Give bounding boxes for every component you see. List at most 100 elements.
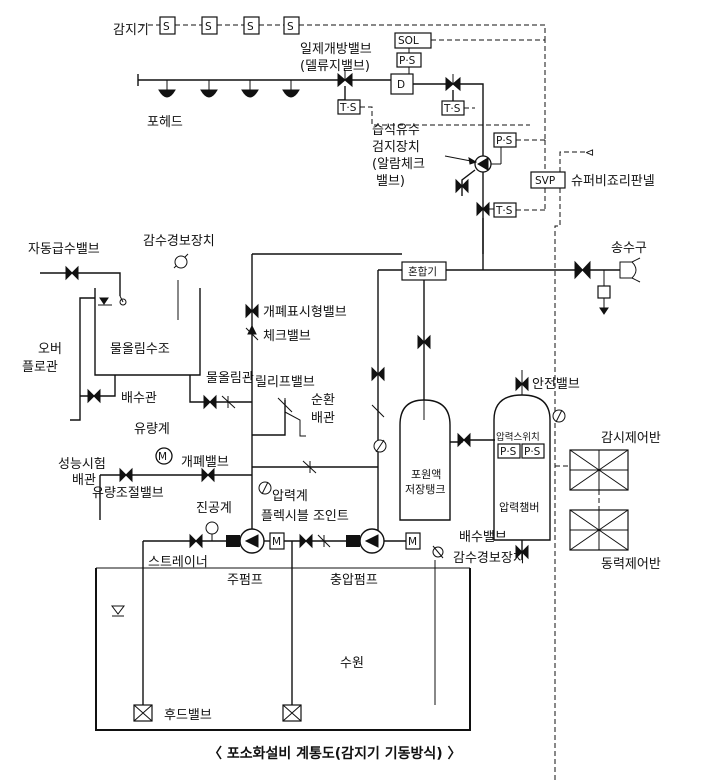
alarm-valve-assembly: P·S 습식유수 검지장치 (알람체크 밸브): [372, 123, 545, 196]
circulation-label-2: 배관: [311, 411, 335, 426]
detector-icon: S: [243, 16, 260, 35]
svp-label: SVP: [535, 175, 555, 187]
svg-text:S: S: [287, 21, 294, 33]
check-valve-label: 체크밸브: [263, 329, 311, 344]
power-control-panel: 동력제어반: [569, 509, 661, 572]
alarm-valve-label-3: (알람체크: [372, 157, 425, 172]
relief-valve-label: 릴리프밸브: [255, 375, 315, 390]
ps-box-1: [497, 443, 521, 459]
detector-icon: S: [201, 16, 218, 35]
gate-valve-icon: [476, 201, 490, 217]
svp-box: [530, 171, 566, 189]
strainer-label: 스트레이너: [148, 555, 208, 570]
oc-indicator-valve-label: 개폐표시형밸브: [263, 305, 347, 320]
gate-valve-icon: [245, 303, 259, 319]
water-source-label: 수원: [340, 656, 364, 671]
svg-text:S: S: [247, 21, 254, 33]
foam-tank: 포원액 저장탱크: [399, 334, 451, 521]
jockey-pump-label: 충압펌프: [330, 573, 378, 588]
water-source-tank: 수원: [95, 567, 471, 731]
detector-group: 감지기 S S S S: [113, 16, 396, 38]
svg-text:S: S: [163, 21, 170, 33]
alarm-valve-label-2: 검지장치: [372, 140, 420, 155]
priming-tank: 물올림수조 자동급수밸브 감수경보장치 오버 플로관 배수관 물올림관: [22, 234, 254, 421]
ps-label-alarm: P·S: [496, 135, 513, 147]
diagram-caption: 〈 포소화설비 계통도(감지기 기동방식) 〉: [208, 745, 462, 762]
foam-head-icon: [241, 80, 259, 98]
flow-meter-label: 유량계: [134, 422, 170, 437]
foam-head-branch: 포헤드: [137, 74, 340, 130]
foam-tank-label-1: 포원액: [411, 468, 441, 481]
drain-pipe-label: 배수관: [121, 391, 157, 406]
deluge-valve-label-1: 일제개방밸브: [300, 42, 372, 57]
low-water-alarm-bottom-label: 감수경보장치: [453, 551, 525, 566]
foot-valve-icon: [282, 704, 302, 722]
d-label: D: [397, 79, 405, 91]
priming-tank-label: 물올림수조: [110, 342, 170, 357]
jockey-pump-group: M 충압펌프: [330, 528, 421, 588]
ts-label-2: T·S: [443, 103, 461, 115]
priming-pipe-label: 물올림관: [206, 371, 254, 386]
svg-text:S: S: [205, 21, 212, 33]
fire-dept-connection: 송수구: [574, 241, 647, 315]
ps-label-top: P·S: [399, 55, 416, 67]
strainer-icon: [226, 535, 240, 547]
strainer-icon: [346, 535, 360, 547]
motor-label-1: M: [272, 536, 281, 548]
flow-control-valve-label: 유량조절밸브: [92, 486, 164, 501]
deluge-valve-assembly: SOL P·S D 일제개방밸브 (델류지밸브): [300, 32, 432, 95]
foot-valve-label: 후드밸브: [164, 708, 212, 723]
main-pump-label: 주펌프: [227, 573, 263, 588]
detector-label: 감지기: [113, 23, 149, 38]
ts-label-3: T·S: [495, 205, 513, 217]
gate-valve-icon: [445, 74, 461, 92]
drain-valve-label: 배수밸브: [459, 530, 507, 545]
power-panel-label: 동력제어반: [601, 557, 661, 572]
detector-icon: S: [283, 16, 300, 35]
foam-head-label: 포헤드: [147, 115, 183, 130]
mixer-label: 혼합기: [408, 265, 437, 278]
alarm-valve-label-1: 습식유수: [372, 123, 420, 138]
pressure-switch-label: 압력스위치: [496, 431, 540, 443]
supervisory-panel: SVP 슈퍼비죠리판넬 ⊲: [530, 140, 655, 780]
motor-label-2: M: [408, 536, 417, 548]
detector-icon: S: [159, 16, 176, 35]
supervisory-panel-label: 슈퍼비죠리판넬: [571, 174, 655, 189]
foam-head-icon: [282, 80, 300, 98]
overflow-label-2: 플로관: [22, 360, 58, 375]
water-level-icon: [111, 605, 125, 615]
auto-fill-valve-label: 자동급수밸브: [28, 242, 100, 257]
vacuum-gauge-label: 진공계: [196, 501, 232, 516]
main-pump-group: M 주펌프: [226, 528, 285, 588]
sol-label: SOL: [398, 35, 419, 47]
pressure-chamber-label: 압력챔버: [499, 501, 539, 514]
alarm-valve-label-4: 밸브): [376, 174, 405, 189]
foot-valve-icon: [133, 704, 153, 722]
foam-head-icon: [200, 80, 218, 98]
ps-label-chamber-1: P·S: [500, 446, 517, 458]
check-valve-icon: [245, 324, 259, 341]
performance-test-label-2: 배관: [72, 473, 96, 488]
low-water-alarm-top-label: 감수경보장치: [143, 234, 215, 249]
monitor-control-panel: 감시제어반: [569, 431, 661, 491]
pressure-chamber: 안전밸브 압력스위치 P·S P·S 압력챔버 배수밸브: [459, 370, 580, 560]
foam-tank-label-2: 저장탱크: [405, 483, 445, 496]
fire-dept-connection-label: 송수구: [611, 241, 647, 256]
gate-valve-icon: [337, 70, 353, 88]
safety-valve-label: 안전밸브: [532, 377, 580, 392]
deluge-valve-label-2: (델류지밸브): [300, 59, 370, 74]
gate-valve-label: 개폐밸브: [181, 455, 229, 470]
circulation-label-1: 순환: [311, 393, 335, 408]
performance-test-line: 유량계 M 개폐밸브 성능시험 배관 유량조절밸브: [58, 422, 252, 520]
bell-icon: ⊲: [585, 146, 594, 159]
ps-box-2: [521, 443, 545, 459]
monitor-panel-label: 감시제어반: [601, 431, 661, 446]
ps-label-chamber-2: P·S: [524, 446, 541, 458]
flow-meter-icon: M: [158, 451, 167, 463]
ts-label-1: T·S: [339, 102, 357, 114]
foam-head-icon: [158, 80, 176, 98]
pressure-gauge-label: 압력계: [272, 489, 308, 504]
flexible-joint-label: 플렉시블 조인트: [261, 509, 349, 524]
overflow-label-1: 오버: [38, 342, 62, 357]
